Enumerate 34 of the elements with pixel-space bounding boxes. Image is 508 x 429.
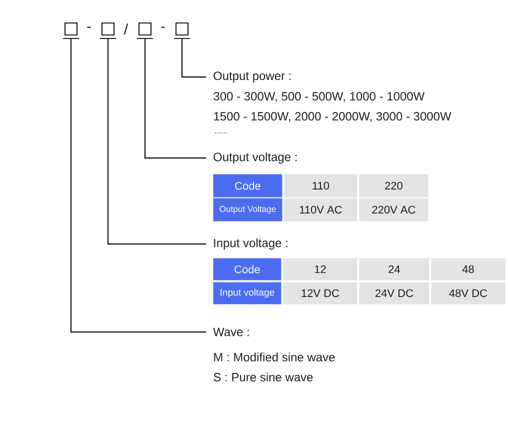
- table-header-cell: Code: [213, 258, 282, 280]
- table-cell: 220V AC: [359, 198, 428, 222]
- code-separator: -: [161, 26, 165, 28]
- code-box: [174, 22, 190, 40]
- option-text: ......: [214, 132, 227, 134]
- table-header-cell: Output Voltage: [213, 198, 282, 222]
- table-cell: 24: [359, 258, 430, 280]
- option-text: M : Modified sine wave: [214, 352, 335, 362]
- field-heading: Input voltage :: [214, 238, 288, 250]
- leader-line: [181, 38, 206, 78]
- table-cell: 220: [359, 174, 428, 198]
- leader-line: [144, 38, 206, 159]
- table-cell: 24V DC: [359, 282, 430, 304]
- leader-line: [70, 38, 206, 333]
- table-header-cell: Code: [213, 174, 282, 198]
- code-separator: -: [87, 26, 91, 28]
- field-heading: Wave :: [213, 328, 249, 336]
- option-text: 1500 - 1500W, 2000 - 2000W, 3000 - 3000W: [214, 112, 452, 122]
- code-box: [137, 22, 153, 40]
- code-box: [63, 22, 79, 40]
- table-cell: 12V DC: [283, 282, 358, 304]
- table-cell: 12: [283, 258, 358, 280]
- table-cell: 48V DC: [431, 282, 506, 304]
- code-separator: /: [124, 24, 128, 34]
- table-cell: 48: [431, 258, 506, 280]
- table-cell: 110V AC: [284, 198, 358, 222]
- field-heading: Output voltage :: [214, 152, 297, 164]
- code-box: [100, 22, 116, 40]
- field-heading: Output power :: [214, 72, 291, 82]
- option-text: 300 - 300W, 500 - 500W, 1000 - 1000W: [214, 92, 425, 102]
- table-header-cell: Input voltage: [213, 282, 282, 304]
- leader-line: [107, 38, 206, 245]
- option-text: S : Pure sine wave: [214, 372, 313, 382]
- table-cell: 110: [284, 174, 358, 198]
